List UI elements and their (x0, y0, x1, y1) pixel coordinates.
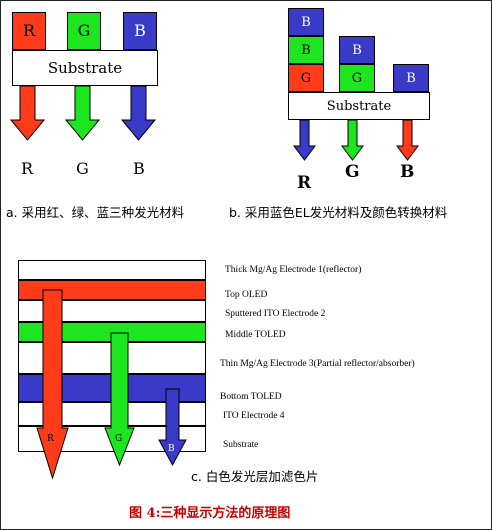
panel-a-blue-arrow (120, 85, 157, 141)
panel-c-green-arrow (104, 332, 135, 467)
panel-b-output-g: G (345, 162, 360, 182)
panel-a-output-g: G (76, 159, 89, 178)
layer-sputtered-ito (18, 300, 206, 322)
label-ito-electrode-4: ITO Electrode 4 (223, 411, 285, 421)
panel-b-output-b: B (400, 162, 415, 182)
panel-b-col2-green-layer: G (339, 64, 375, 92)
panel-a-green-block-label: G (77, 21, 91, 40)
panel-b-col1-blue-top: B (288, 8, 324, 36)
panel-a-red-arrow (9, 85, 46, 141)
label-substrate: Substrate (223, 440, 259, 450)
panel-a-output-r: R (21, 159, 34, 178)
panel-c-arrow-label-r: R (47, 434, 54, 444)
panel-a-output-b: B (133, 159, 145, 178)
panel-b-col2-bottom-label: G (351, 70, 363, 86)
panel-b-col2-top-label: B (352, 42, 362, 58)
panel-a-green-arrow (64, 85, 101, 141)
panel-c-arrow-label-b: B (168, 444, 175, 454)
label-middle-toled: Middle TOLED (225, 330, 286, 340)
panel-a-substrate-label: Substrate (47, 59, 123, 77)
label-sputtered-ito: Sputtered ITO Electrode 2 (225, 309, 326, 319)
panel-b-red-arrow (396, 119, 419, 161)
panel-b-col2-blue-top: B (339, 36, 375, 64)
layer-top-oled (18, 280, 206, 300)
panel-a-green-block: G (67, 12, 101, 50)
panel-b-substrate: Substrate (288, 92, 430, 120)
panel-b-col1-top-label: B (301, 14, 311, 30)
panel-b-col3-bottom-label: B (406, 70, 416, 86)
panel-c-arrow-label-g: G (115, 434, 123, 444)
panel-a-blue-block: B (123, 12, 157, 50)
panel-a-red-block: R (12, 12, 46, 50)
label-thin-mgag-electrode: Thin Mg/Ag Electrode 3(Partial reflector… (220, 359, 415, 369)
panel-b-col1-bottom-label: G (300, 70, 312, 86)
panel-b-col3-blue-layer: B (393, 64, 429, 92)
panel-c-red-arrow (36, 289, 69, 480)
panel-a-red-block-label: R (22, 21, 36, 40)
panel-b-col1-mid-label: B (301, 42, 311, 58)
panel-b-green-arrow (341, 119, 364, 161)
panel-b-col1-green-layer: B (288, 36, 324, 64)
label-top-oled: Top OLED (225, 290, 268, 300)
figure-title: 图 4:三种显示方法的原理图 (129, 506, 291, 521)
panel-c-blue-arrow (158, 388, 187, 467)
panel-a-caption: a. 采用红、绿、蓝三种发光材料 (6, 205, 185, 220)
panel-b-blue-arrow (293, 119, 316, 161)
label-bottom-toled: Bottom TOLED (220, 392, 282, 402)
panel-b-caption: b. 采用蓝色EL发光材料及颜色转换材料 (229, 205, 448, 220)
layer-thick-mgag-electrode (18, 260, 206, 280)
panel-b-substrate-label: Substrate (326, 98, 392, 114)
panel-b-output-r: R (297, 173, 312, 193)
panel-a-blue-block-label: B (134, 21, 146, 40)
label-thick-mgag-electrode: Thick Mg/Ag Electrode 1(reflector) (225, 265, 362, 275)
panel-c-caption: c. 白色发光层加滤色片 (191, 469, 319, 484)
panel-b-col1-red-layer: G (288, 64, 324, 92)
